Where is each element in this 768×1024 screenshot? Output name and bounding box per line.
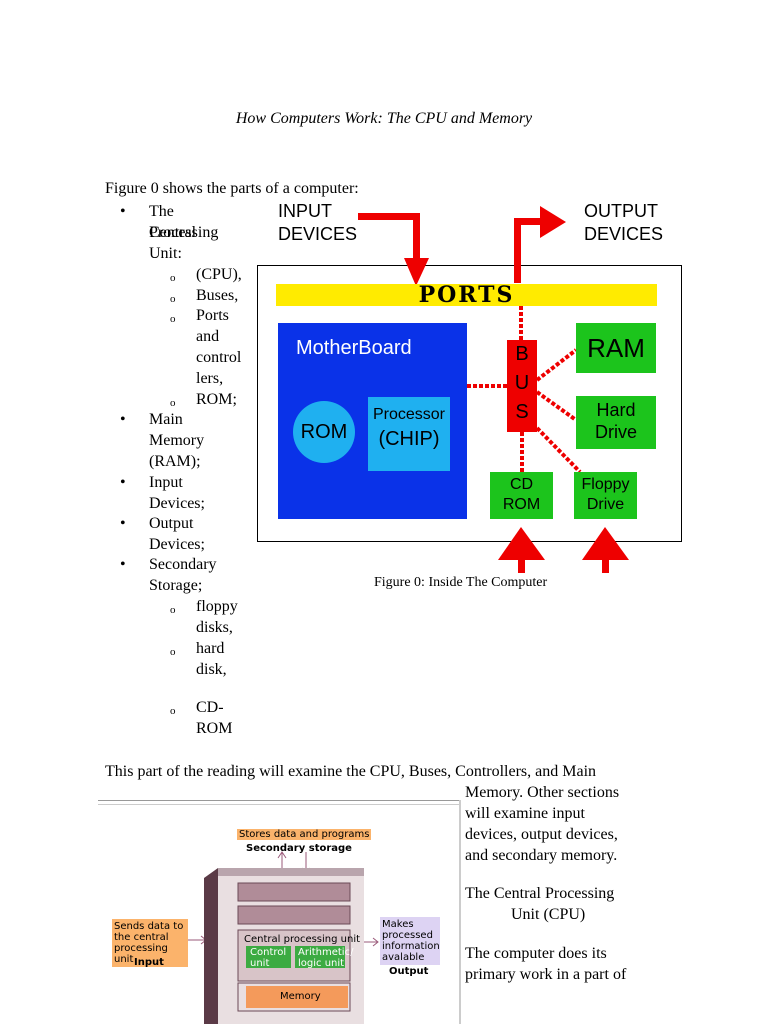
reading-intro: This part of the reading will examine th… [105,763,597,780]
memory-label: Memory [280,991,321,1002]
motherboard-label: MotherBoard [296,337,412,359]
output-label: Output [389,966,429,977]
input-label: Input [134,957,164,968]
hard-drive-box: Hard Drive [576,396,656,449]
bus-lines [467,306,582,474]
input-devices-label: INPUT DEVICES [278,201,358,244]
intro-text: Figure 0 shows the parts of a computer: [105,180,359,197]
side-paragraph-1: Memory. Other sections will examine inpu… [465,784,620,864]
rom-chip: ROM [293,401,355,463]
input-arrow-icon [358,213,429,286]
cpu-heading: The Central Processing Unit (CPU) [465,885,615,923]
floppy-drive-box: Floppy Drive [574,472,637,519]
stores-label: Stores data and programs [237,829,372,840]
output-arrow-icon [514,206,566,283]
ram-box: RAM [576,323,656,373]
alu-label: Arithmetic/ logic unit [298,947,354,969]
ports-label: PORTS [418,282,515,308]
document-title: How Computers Work: The CPU and Memory [235,110,533,127]
bus: B U S [507,340,537,432]
ports-bar [276,284,657,306]
bullet: • [120,203,126,220]
cd-rom-box: CD ROM [490,472,553,519]
input-description: Sends data to the central processing uni… [112,919,188,967]
computer-cabinet-icon [204,868,364,1024]
output-devices-label: OUTPUT DEVICES [584,201,664,244]
cpu-label: Central processing unit [244,934,361,945]
floppy-input-arrow-icon [582,527,629,573]
side-paragraph-2: The computer does its primary work in a … [465,945,627,983]
figure-caption: Figure 0: Inside The Computer [374,575,548,590]
output-description: Makes processed information avalable [380,917,440,965]
flow-arrows [186,851,379,1024]
processor-chip: Processor (CHIP) [368,397,450,471]
figure-computer-diagram: Stores data and programs Secondary stora… [98,800,461,1024]
control-unit-label: Control unit [250,947,287,969]
cdrom-input-arrow-icon [498,527,545,573]
secondary-storage-label: Secondary storage [246,843,352,854]
